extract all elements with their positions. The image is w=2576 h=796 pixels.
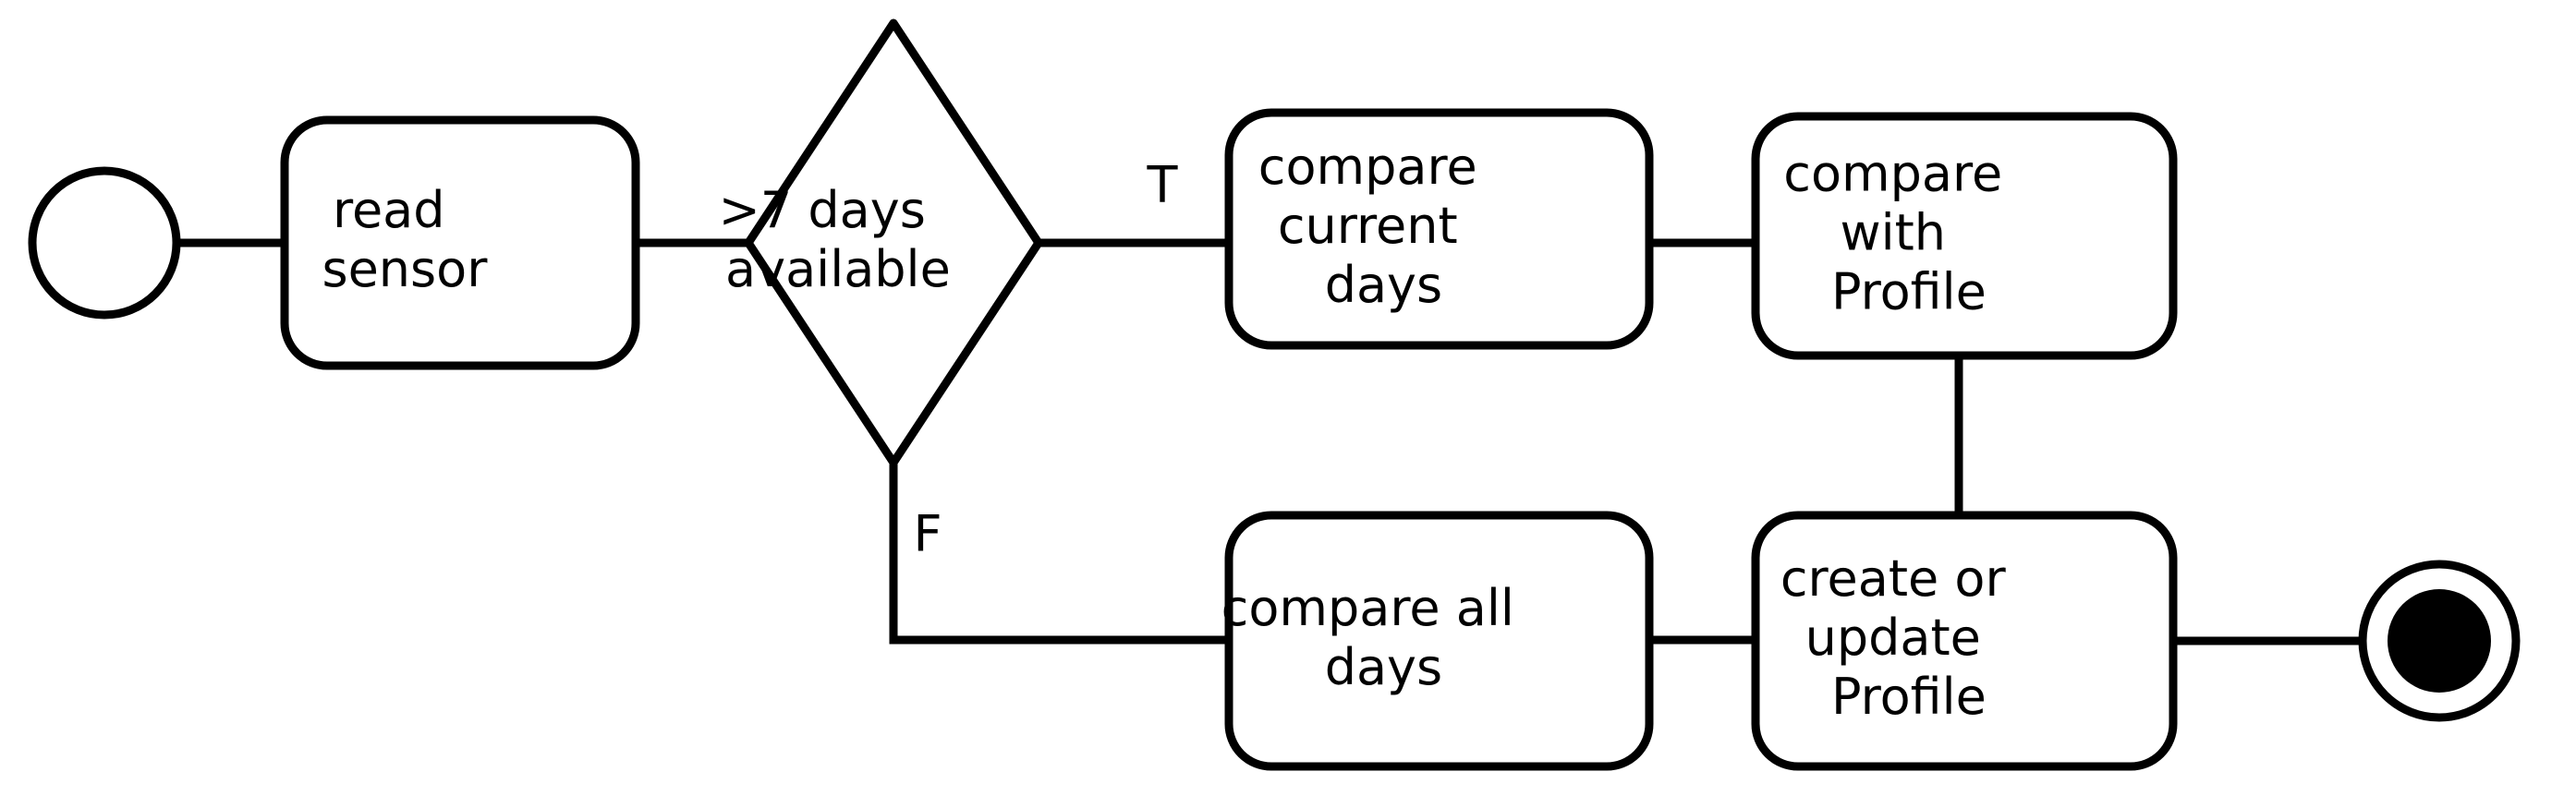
- compare-all-days-line-2: days: [1325, 638, 1442, 696]
- node-compare-current-days[interactable]: compare current days: [1224, 108, 1654, 350]
- node-compare-all-days[interactable]: compare all days: [1221, 511, 1658, 771]
- compare-with-profile-line-2: with: [1840, 203, 1946, 261]
- node-compare-with-profile[interactable]: compare with Profile: [1751, 112, 2178, 360]
- edge-layer: [176, 238, 2363, 645]
- compare-current-days-box[interactable]: [1224, 108, 1654, 350]
- compare-all-days-box[interactable]: [1224, 511, 1654, 771]
- edge-label-true: T: [1147, 156, 1179, 214]
- read-sensor-box[interactable]: [280, 115, 640, 370]
- create-or-update-profile-line-3: Profile: [1831, 668, 1987, 726]
- create-or-update-profile-box[interactable]: [1751, 511, 2178, 771]
- create-or-update-profile-label: create or update Profile: [1780, 549, 2148, 726]
- decision-label: >7 days available: [719, 181, 1069, 298]
- compare-with-profile-line-1: compare: [1783, 144, 2002, 202]
- node-create-or-update-profile[interactable]: create or update Profile: [1751, 511, 2178, 771]
- read-sensor-line-2: sensor: [322, 240, 488, 298]
- decision-line-2: available: [725, 240, 951, 298]
- node-read-sensor[interactable]: read sensor: [280, 115, 640, 370]
- compare-current-days-line-2: current: [1278, 197, 1458, 255]
- decision-line-1: >7 days: [719, 181, 926, 239]
- compare-with-profile-label: compare with Profile: [1783, 144, 2145, 320]
- compare-all-days-line-1: compare all: [1221, 579, 1514, 637]
- node-end[interactable]: [2358, 560, 2521, 722]
- node-decision-7-days[interactable]: >7 days available: [719, 18, 1069, 467]
- edge-label-false: F: [913, 505, 942, 563]
- compare-with-profile-box[interactable]: [1751, 112, 2178, 360]
- initial-node-circle[interactable]: [28, 166, 181, 320]
- read-sensor-line-1: read: [333, 181, 445, 239]
- read-sensor-label: read sensor: [322, 181, 598, 298]
- node-start[interactable]: [28, 166, 181, 320]
- compare-all-days-label: compare all days: [1221, 579, 1658, 696]
- compare-current-days-line-3: days: [1325, 256, 1442, 314]
- compare-with-profile-line-3: Profile: [1831, 262, 1987, 320]
- create-or-update-profile-line-1: create or: [1780, 549, 2007, 608]
- compare-current-days-line-1: compare: [1258, 138, 1477, 196]
- edge-label-layer: T F: [913, 156, 1178, 563]
- create-or-update-profile-line-2: update: [1805, 609, 1981, 667]
- decision-diamond[interactable]: [744, 18, 1043, 467]
- compare-current-days-label: compare current days: [1258, 138, 1620, 314]
- final-node-inner-disc[interactable]: [2388, 589, 2491, 693]
- edge-decision-false-to-compare-all-days: [889, 463, 1229, 645]
